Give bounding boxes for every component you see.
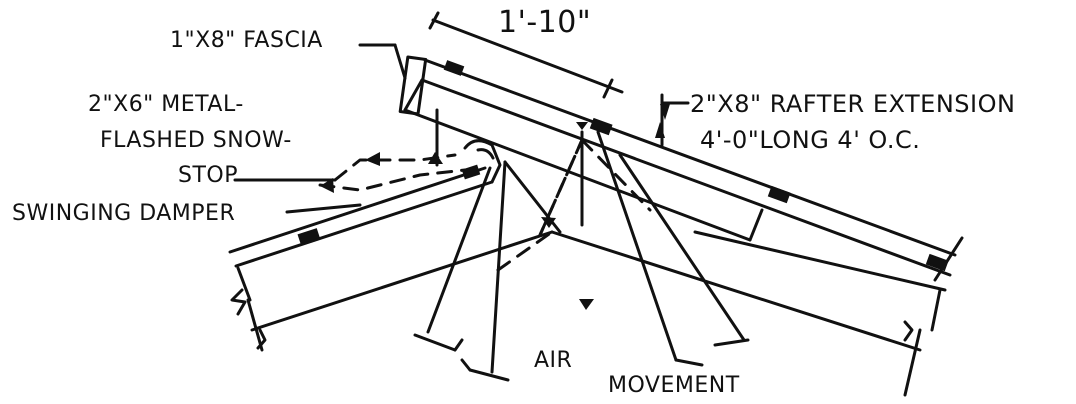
snowstop-label-line-3: STOP [178, 163, 238, 188]
rafter-extension [403, 58, 957, 277]
air-label: AIR [534, 348, 573, 373]
arrowheads [320, 104, 670, 310]
movement-label: MOVEMENT [608, 373, 740, 398]
dimension-label: 1'-10" [498, 5, 592, 40]
ridge-cap [463, 139, 502, 184]
leader-lines [233, 43, 690, 214]
left-roof-plane [228, 166, 554, 352]
fascia-label: 1"X8" FASCIA [170, 28, 323, 53]
rafter-label-line-1: 2"X8" RAFTER EXTENSION [690, 90, 1016, 118]
snowstop-label-line-2: FLASHED SNOW- [100, 128, 292, 153]
dimension-line [428, 11, 624, 99]
vent-legs [426, 130, 746, 374]
blocking-markers [297, 60, 949, 272]
fascia-board [398, 55, 428, 116]
snowstop-label-line-1: 2"X6" METAL- [88, 92, 244, 117]
bottom-ties [413, 333, 750, 382]
break-lines [230, 288, 914, 350]
rafter-label-line-2: 4'-0"LONG 4' O.C. [700, 126, 921, 154]
damper-label: SWINGING DAMPER [12, 201, 236, 226]
right-roof-plane [550, 230, 964, 397]
